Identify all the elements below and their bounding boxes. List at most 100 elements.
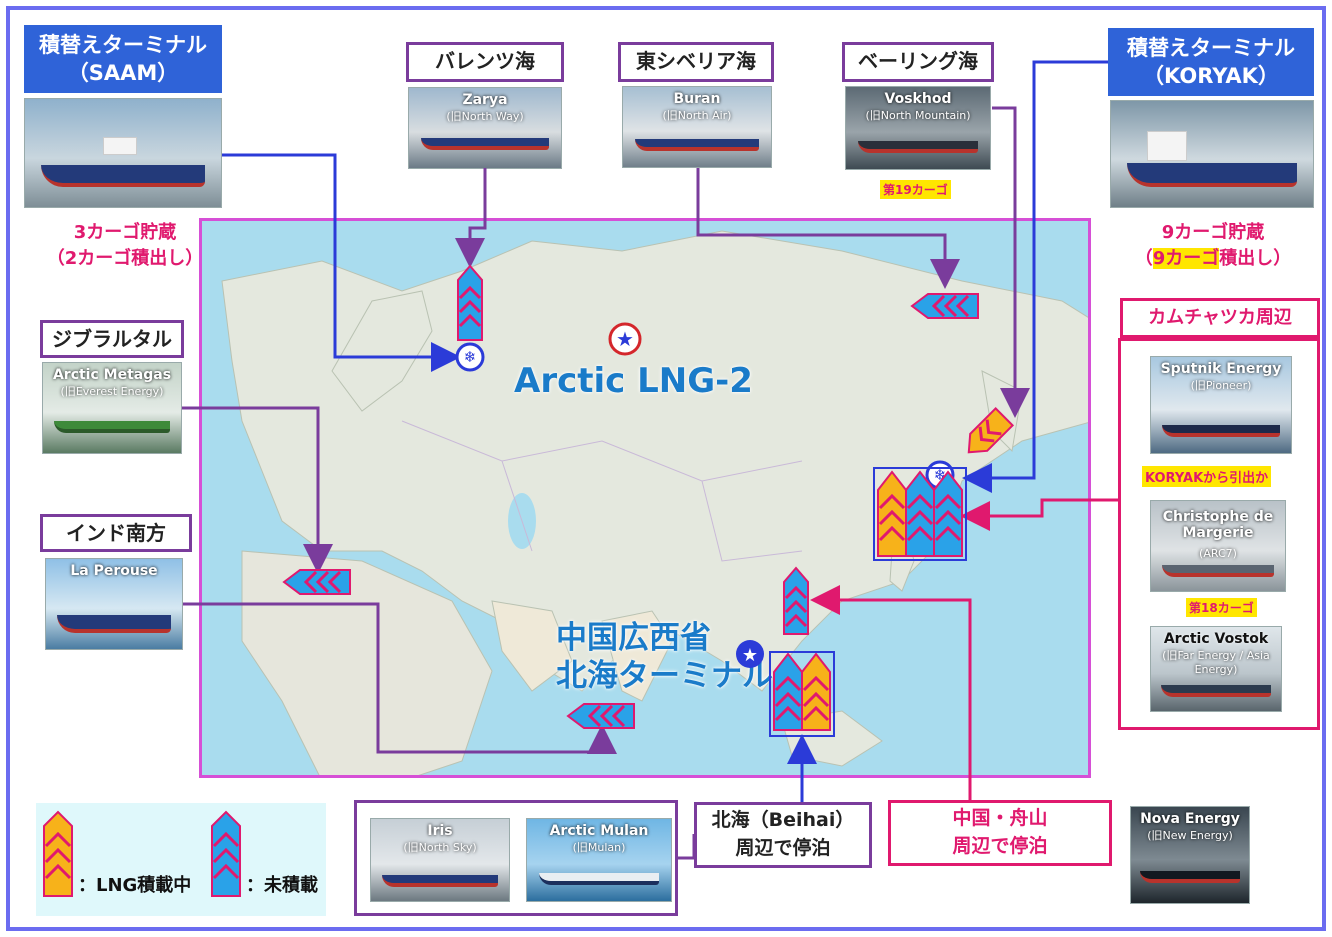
koryak-note-line1: 9カーゴ貯蔵 [1161,222,1265,243]
koryak-note-line2: （9カーゴ積出し） [1108,246,1318,272]
koryak-note-pre: （ [1134,248,1153,269]
koryak-terminal-marker: ❄ [455,342,485,372]
ship-photo-voskhod: Voskhod (旧North Mountain) [845,86,991,170]
chevrons-beihai-empty [773,652,803,731]
route-koryak [962,60,1108,493]
route-saam-to-barents [222,153,461,372]
ship-sub-metagas: (旧Everest Energy) [60,385,164,398]
ship-name-voskhod: Voskhod [884,91,952,107]
chevrons-kamchatka-loaded [877,470,907,557]
ship-sub-vostok: (旧Far Energy / Asia Energy) [1162,649,1270,676]
diagram-frame [6,6,1326,931]
route-metagas [182,406,333,574]
beihai-anchorage-box [694,802,872,868]
koryak-note-highlight: 9カーゴ [1152,248,1220,269]
koryak-title-line1: 積替えターミナル [1127,36,1295,60]
ship-name-vostok: Arctic Vostok [1163,631,1269,647]
sputnik-note-tag: KORYAKから引出か [1142,466,1272,487]
legend-empty-chevron-icon [211,810,241,897]
svg-text:★: ★ [742,645,758,666]
ship-sub-buran: (旧North Air) [662,109,732,122]
chevrons-east-siberia-empty [910,293,979,319]
ship-photo-arctic-mulan: Arctic Mulan (旧Mulan) [526,818,672,902]
saam-note-line2: （2カーゴ積出し） [46,248,204,269]
saam-note-line1: 3カーゴ貯蔵 [73,222,177,243]
legend: ：LNG積載中 ：未積載 [36,803,326,916]
koryak-storage-note: 9カーゴ貯蔵 （9カーゴ積出し） [1108,220,1318,272]
saam-ship-photo [24,98,222,208]
beihai-terminal-line2: 北海ターミナル [556,658,773,694]
ship-sub-zarya: (旧North Way) [446,110,524,123]
zhoushan-stop-line2: 周辺で停泊 [952,835,1048,857]
region-east-siberian-sea: 東シベリア海 [618,42,774,82]
legend-loaded-label: ：LNG積載中 [78,875,192,896]
zhoushan-stop-line1: 中国・舟山 [952,807,1048,829]
svg-text:❄: ❄ [464,348,477,366]
saam-terminal-title: 積替えターミナル （SAAM） [24,25,222,93]
saam-title-line1: 積替えターミナル [39,33,207,57]
ship-name-iris: Iris [427,823,453,839]
ship-name-christophe: Christophe de Margerie [1162,509,1274,541]
route-kamchatka [960,498,1118,531]
beihai-chevron-frame [769,651,835,737]
ship-photo-christophe-de-margerie: Christophe de Margerie (ARC7) [1150,500,1286,592]
saam-storage-note: 3カーゴ貯蔵 （2カーゴ積出し） [20,220,230,272]
christophe-cargo-tag: 第18カーゴ [1186,598,1257,617]
route-zarya [455,168,487,268]
koryak-note-post: 積出し） [1219,248,1292,269]
ship-name-sputnik: Sputnik Energy [1160,361,1282,377]
ship-sub-iris: (旧North Sky) [403,841,477,854]
ship-photo-arctic-metagas: Arctic Metagas (旧Everest Energy) [42,362,182,454]
ship-sub-sputnik: (旧Pioneer) [1190,379,1252,392]
voskhod-cargo-tag: 第19カーゴ [880,180,951,199]
legend-empty-label: ：未積載 [246,875,318,896]
ship-sub-mulan: (旧Mulan) [572,841,626,854]
zhoushan-anchorage-text: 中国・舟山 周辺で停泊 [888,804,1112,860]
ship-photo-la-perouse: La Perouse [45,558,183,650]
chevrons-bering-loaded [967,406,1015,454]
koryak-terminal-title: 積替えターミナル （KORYAK） [1108,28,1314,96]
ship-photo-iris: Iris (旧North Sky) [370,818,510,902]
ship-photo-nova-energy: Nova Energy (旧New Energy) [1130,806,1250,904]
chevrons-gibraltar-empty [282,569,351,595]
ship-name-metagas: Arctic Metagas [52,367,172,383]
koryak-ship-photo [1110,100,1314,208]
beihai-stop-line2: 周辺で停泊 [735,837,831,859]
ship-photo-buran: Buran (旧North Air) [622,86,772,168]
chevrons-barents-empty [457,264,483,341]
svg-text:★: ★ [616,327,634,351]
saam-title-line2: （SAAM） [67,61,179,85]
arctic-lng2-star-marker: ★ [608,322,642,356]
chevrons-kamchatka-empty-2 [933,470,963,557]
route-laperouse [183,602,617,754]
route-zhoushan [810,585,972,800]
chevrons-kamchatka-empty-1 [905,470,935,557]
route-voskhod [992,106,1030,418]
beihai-stop-line1: 北海（Beihai） [711,809,855,831]
chevrons-south-india-empty [566,703,635,729]
beihai-terminal-label: 中国広西省 北海ターミナル [556,619,773,695]
chevrons-zhoushan-empty [783,566,809,635]
region-kamchatka: カムチャツカ周辺 [1120,298,1320,338]
kamchatka-chevron-frame [873,467,967,561]
ship-sub-christophe: (ARC7) [1199,547,1237,560]
ship-photo-arctic-vostok: Arctic Vostok (旧Far Energy / Asia Energy… [1150,626,1282,712]
ship-name-mulan: Arctic Mulan [549,823,649,839]
route-beihai-panel [678,834,696,860]
region-gibraltar: ジブラルタル [40,320,184,358]
koryak-title-line2: （KORYAK） [1143,64,1279,88]
region-barents-sea: バレンツ海 [406,42,564,82]
beihai-anchorage-text: 北海（Beihai） 周辺で停泊 [694,806,872,862]
ship-sub-voskhod: (旧North Mountain) [865,109,971,122]
beihai-terminal-line1: 中国広西省 [556,620,711,656]
route-buran [696,168,960,289]
ship-name-buran: Buran [673,91,721,107]
ship-name-laperouse: La Perouse [70,563,158,579]
ship-photo-zarya: Zarya (旧North Way) [408,87,562,169]
arctic-lng2-label: Arctic LNG-2 [514,361,753,401]
region-south-of-india: インド南方 [40,514,192,552]
beihai-star-marker: ★ [736,640,764,668]
zhoushan-anchorage-box [888,800,1112,866]
ship-sub-nova: (旧New Energy) [1147,829,1233,842]
